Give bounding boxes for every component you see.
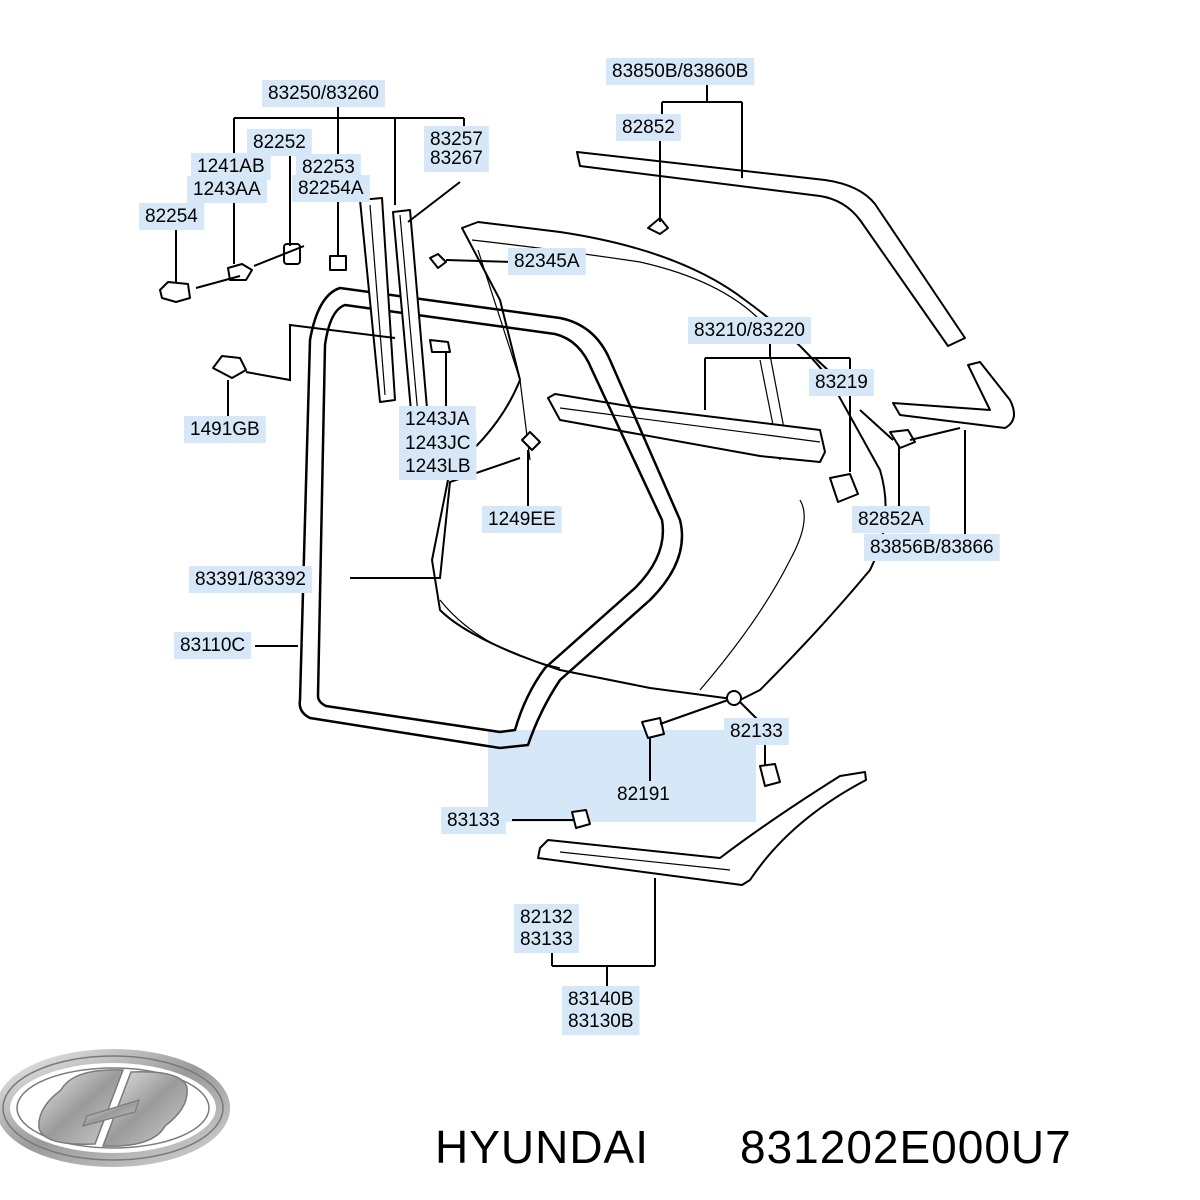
part-label-text: 83133	[447, 810, 500, 831]
part-label: 1243JA	[399, 406, 476, 434]
part-label: 83130B	[562, 1008, 640, 1036]
part-label-highlight	[606, 58, 755, 86]
part-label: 83133	[441, 807, 506, 835]
part-label-text: 82852A	[858, 509, 924, 530]
part-label: 83267	[424, 145, 489, 173]
part-label-text: 1243LB	[405, 456, 471, 477]
part-label-text: 1243JA	[405, 409, 470, 430]
part-label: 1491GB	[184, 416, 266, 444]
part-label-text: 83267	[430, 148, 483, 169]
part-label-text: 82191	[617, 784, 670, 805]
part-label-highlight	[399, 430, 477, 458]
part-label-text: 1243AA	[193, 179, 261, 200]
part-label-highlight	[191, 153, 271, 181]
part-label-highlight	[724, 718, 789, 746]
part-label-text: 83257	[430, 129, 483, 150]
part-label-text: 82133	[730, 721, 783, 742]
part-label-text: 83110C	[180, 635, 245, 656]
part-label-highlight	[399, 453, 477, 481]
part-label-highlight	[441, 807, 506, 835]
part-label: 83219	[809, 369, 874, 397]
part-label: 82254	[139, 203, 205, 231]
part-label-text: 83250/83260	[268, 83, 379, 104]
part-label-text: 82852	[622, 117, 675, 138]
part-label-highlight	[292, 175, 370, 203]
part-label: 83850B/83860B	[606, 58, 755, 86]
part-label-text: 1249EE	[488, 509, 556, 530]
part-label-text: 82132	[520, 907, 573, 928]
part-label-highlight	[247, 129, 312, 157]
part-label-text: 82254	[145, 206, 198, 227]
part-label-highlight	[399, 406, 476, 434]
part-label: 82852A	[852, 506, 930, 534]
part-label-highlight	[852, 506, 930, 534]
part-label-highlight	[514, 926, 579, 954]
part-label-text: 83850B/83860B	[612, 61, 748, 82]
part-label-text: 82252	[253, 132, 306, 153]
part-label-highlight	[562, 1008, 640, 1036]
part-label-highlight	[482, 506, 562, 534]
part-label: 83210/83220	[688, 317, 811, 345]
part-label: 1243LB	[399, 453, 477, 481]
part-label-highlight	[184, 416, 266, 444]
leader-lines	[175, 82, 966, 990]
part-label: 82345A	[508, 248, 586, 276]
part-label-highlight	[688, 317, 811, 345]
part-label-text: 83219	[815, 372, 868, 393]
part-label-highlight	[809, 369, 874, 397]
part-label: 83250/83260	[262, 80, 385, 108]
part-number: 831202E000U7	[740, 1121, 1072, 1173]
part-label-text: 1243JC	[405, 433, 471, 454]
part-label: 83856B/83866	[864, 534, 1000, 562]
part-label: 1249EE	[482, 506, 562, 534]
part-label-highlight	[189, 566, 312, 594]
part-label-text: 83856B/83866	[870, 537, 994, 558]
part-label: 82133	[724, 718, 789, 746]
part-label-text: 83130B	[568, 1011, 634, 1032]
part-label-highlight	[616, 114, 681, 142]
hyundai-logo-icon	[0, 1049, 230, 1167]
part-label-text: 83210/83220	[694, 320, 805, 341]
part-label: 83110C	[174, 632, 252, 660]
part-label-text: 83391/83392	[195, 569, 306, 590]
part-label: 82252	[247, 129, 312, 157]
part-label-text: 82254A	[298, 178, 364, 199]
part-label-highlight	[187, 176, 267, 204]
part-label: 83391/83392	[189, 566, 312, 594]
part-label-text: 1241AB	[197, 156, 265, 177]
part-label: 83133	[514, 926, 579, 954]
part-label-highlight	[424, 145, 489, 173]
part-label-text: 83133	[520, 929, 573, 950]
part-label-highlight	[864, 534, 1000, 562]
part-label-highlight	[174, 632, 252, 660]
part-label-text: 1491GB	[190, 419, 260, 440]
part-label: 82852	[616, 114, 681, 142]
part-label-highlight	[139, 203, 205, 231]
part-label-text: 82253	[302, 157, 355, 178]
part-label-text: 82345A	[514, 251, 580, 272]
part-label-text: 83140B	[568, 989, 634, 1010]
part-label-highlight	[262, 80, 385, 108]
part-label: 82191	[611, 781, 676, 809]
part-label: 1243AA	[187, 176, 267, 204]
brand-name: HYUNDAI	[435, 1121, 649, 1173]
part-label: 82254A	[292, 175, 370, 203]
part-label: 1243JC	[399, 430, 477, 458]
part-label-highlight	[611, 781, 676, 809]
part-label: 1241AB	[191, 153, 271, 181]
part-label-highlight	[508, 248, 586, 276]
